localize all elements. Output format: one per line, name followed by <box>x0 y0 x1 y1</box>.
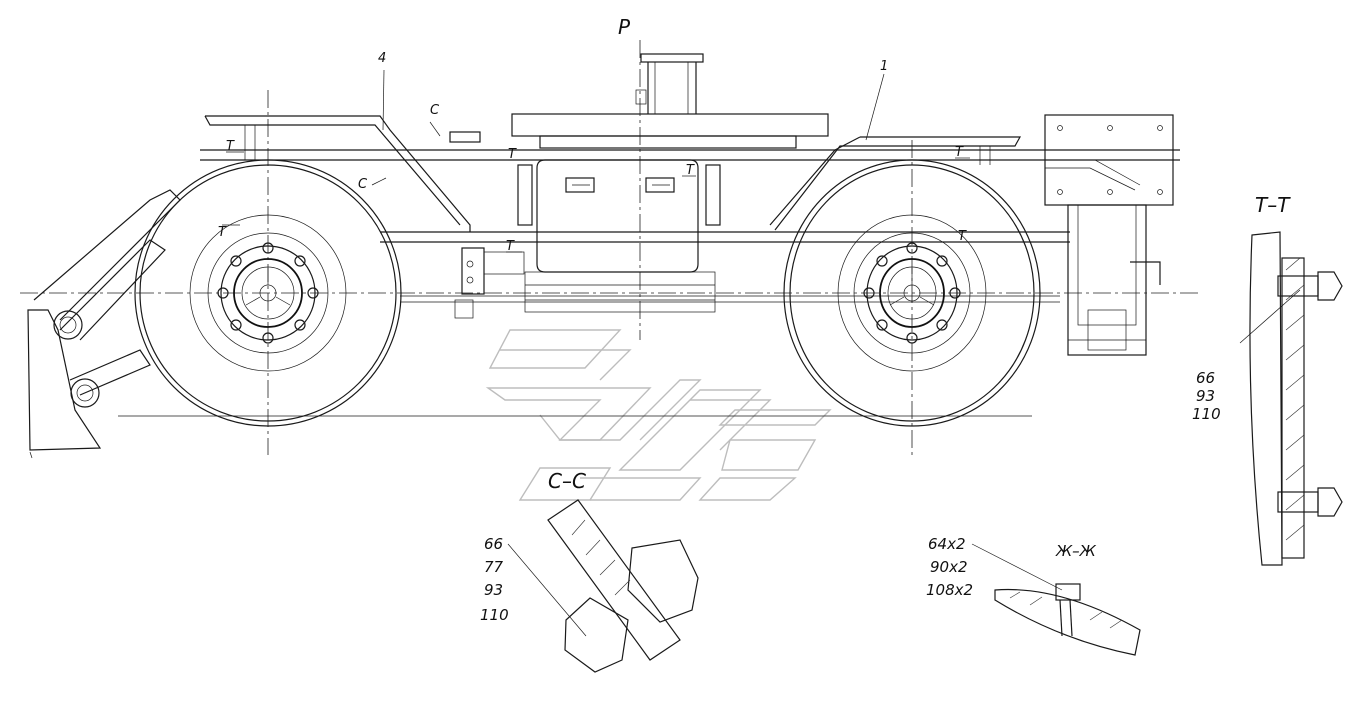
left-wheel <box>134 159 402 427</box>
section-cc-view <box>547 499 699 673</box>
top-platform <box>449 113 829 149</box>
cut-mark-t: Т <box>958 229 967 244</box>
control-valve <box>454 247 525 319</box>
center-lines <box>20 40 1200 455</box>
rear-hitch-plate <box>1044 114 1174 356</box>
left-fender <box>204 115 471 232</box>
view-title: Р <box>618 15 631 39</box>
cut-markers <box>222 121 972 253</box>
section-zz-callout: 64х2 <box>928 535 966 553</box>
section-cc-callout: 110 <box>480 606 509 624</box>
cut-mark-t: Т <box>686 163 695 178</box>
section-zz-title: Ж–Ж <box>1055 542 1097 560</box>
section-tt-callout: 66 <box>1196 369 1215 387</box>
cut-mark-t: Т <box>955 145 964 160</box>
cut-mark-c: С <box>430 103 440 118</box>
cut-mark-t: Т <box>506 239 515 254</box>
leader-lines <box>382 69 1301 637</box>
central-tank <box>517 159 721 313</box>
section-zz-callout: 108х2 <box>926 581 973 599</box>
position-label-4: 4 <box>378 51 386 66</box>
section-tt-title: Т–Т <box>1255 193 1291 217</box>
section-zz-callout: 90х2 <box>930 558 968 576</box>
section-tt-callout: 93 <box>1196 387 1215 405</box>
watermark-logo <box>485 329 832 501</box>
cut-mark-t: Т <box>218 225 227 240</box>
cut-mark-t: Т <box>226 139 235 154</box>
section-cc-callout: 93 <box>484 581 503 599</box>
section-cc-callout: 66 <box>484 535 503 553</box>
cut-mark-t: Т <box>508 147 517 162</box>
section-tt-callout: 110 <box>1192 405 1221 423</box>
section-tt-view <box>1249 231 1343 566</box>
position-label-1: 1 <box>880 59 888 74</box>
vertical-pipe <box>635 53 704 114</box>
right-wheel <box>783 159 1041 427</box>
cut-mark-c: С <box>358 177 368 192</box>
section-zz-view <box>994 583 1141 656</box>
section-cc-callout: 77 <box>484 558 504 576</box>
section-cc-title: С–С <box>548 469 586 493</box>
front-blade <box>27 189 181 459</box>
right-fender <box>769 136 1022 231</box>
